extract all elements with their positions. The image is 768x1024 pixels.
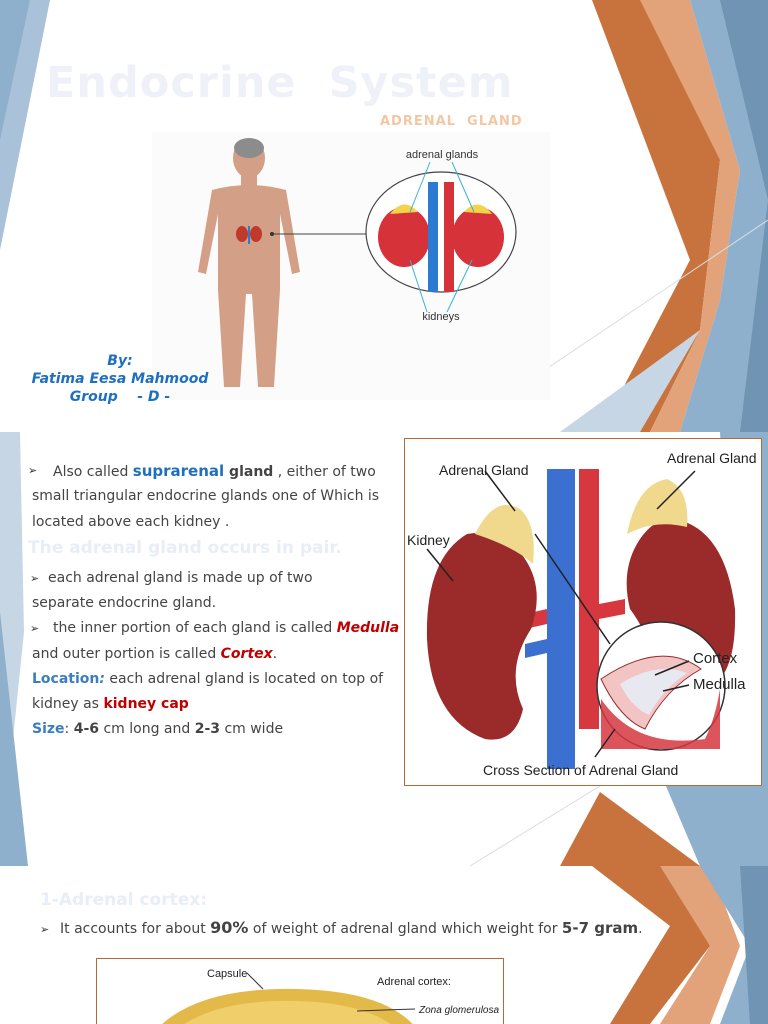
weight-grams: 5-7 gram <box>561 919 639 937</box>
p1-line2: small triangular endocrine glands one of… <box>32 488 380 504</box>
slide-decoration <box>0 0 768 432</box>
p3-line2-post: . <box>272 646 278 662</box>
p2-line1: each adrenal gland is made up of two <box>48 570 313 586</box>
label-cortex: Cortex <box>693 650 738 667</box>
cortex-weight-line: It accounts for about 90% of weight of a… <box>60 918 643 937</box>
p3-line2: and outer portion is called Cortex. <box>32 642 277 667</box>
location-line1: Location: each adrenal gland is located … <box>32 667 383 692</box>
byline: By: Fatima Eesa Mahmood Group - D - <box>20 352 220 406</box>
location-line2-pre: kidney as <box>32 696 104 712</box>
adrenal-cross-section-figure: Adrenal Gland Adrenal Gland Kidney Corte… <box>404 438 762 786</box>
size-width: 2-3 <box>194 721 220 737</box>
bullet-icon: ➢ <box>28 464 38 477</box>
p3-line1: the inner portion of each gland is calle… <box>53 616 399 641</box>
label-kidneys: kidneys <box>422 311 460 323</box>
term-cortex: Cortex <box>220 646 273 662</box>
adrenal-cortex-zones-figure: Capsule Adrenal cortex: Zona glomerulosa <box>96 958 504 1024</box>
label-kidney: Kidney <box>407 532 450 548</box>
slide-decoration <box>592 866 768 1024</box>
p1-pre: Also called <box>53 464 133 480</box>
bullet-icon: ➢ <box>40 923 50 936</box>
byline-group: Group - D - <box>69 389 171 405</box>
location-label: Location <box>32 671 100 687</box>
size-colon: : <box>64 721 74 737</box>
weight-mid: of weight of adrenal gland which weight … <box>248 921 562 937</box>
label-adrenal-right: Adrenal Gland <box>667 450 757 466</box>
term-suprarenal: suprarenal <box>132 462 225 480</box>
label-zona-glomerulosa: Zona glomerulosa <box>418 1005 499 1016</box>
size-mid: cm long and <box>99 721 195 737</box>
weight-pre: It accounts for about <box>60 921 211 937</box>
body-adrenal-illustration: adrenal glands kidneys <box>152 132 550 400</box>
label-capsule: Capsule <box>207 968 247 980</box>
figure-caption: Cross Section of Adrenal Gland <box>483 762 678 778</box>
p1-line3: located above each kidney . <box>32 514 230 530</box>
p2-line2: separate endocrine gland. <box>32 595 217 611</box>
pair-heading: The adrenal gland occurs in pair. <box>28 538 342 558</box>
size-label: Size <box>32 721 65 737</box>
location-colon: : <box>99 671 105 687</box>
label-adrenal-glands: adrenal glands <box>406 149 479 161</box>
term-gland: gland <box>224 464 274 480</box>
term-medulla: Medulla <box>336 620 400 636</box>
slide-2: ➢ Also called suprarenal gland , either … <box>0 432 768 866</box>
section-heading-adrenal-cortex: 1-Adrenal cortex: <box>40 890 208 910</box>
label-adrenal-left: Adrenal Gland <box>439 462 529 478</box>
byline-name: Fatima Eesa Mahmood <box>31 371 209 387</box>
p3-pre: the inner portion of each gland is calle… <box>53 620 337 636</box>
p1-post: , either of two <box>273 464 376 480</box>
bullet-icon: ➢ <box>30 572 40 585</box>
weight-percent: 90% <box>210 918 249 937</box>
slide-3: 1-Adrenal cortex: ➢ It accounts for abou… <box>0 866 768 1024</box>
slide-1: Endocrine System ADRENAL GLAND adrenal g… <box>0 0 768 432</box>
label-medulla: Medulla <box>693 676 746 693</box>
page-title: Endocrine System <box>46 58 514 108</box>
bullet-icon: ➢ <box>30 622 40 635</box>
p3-line2-pre: and outer portion is called <box>32 646 221 662</box>
size-line: Size: 4-6 cm long and 2-3 cm wide <box>32 717 283 742</box>
term-kidney-cap: kidney cap <box>103 696 189 712</box>
p1-line1: Also called suprarenal gland , either of… <box>53 459 376 485</box>
byline-by: By: <box>107 353 133 369</box>
location-line2: kidney as kidney cap <box>32 692 189 717</box>
size-length: 4-6 <box>73 721 99 737</box>
page-subtitle: ADRENAL GLAND <box>380 114 523 129</box>
location-text: each adrenal gland is located on top of <box>104 671 384 687</box>
size-post: cm wide <box>220 721 284 737</box>
label-adrenal-cortex: Adrenal cortex: <box>377 976 451 988</box>
weight-post: . <box>638 921 643 937</box>
